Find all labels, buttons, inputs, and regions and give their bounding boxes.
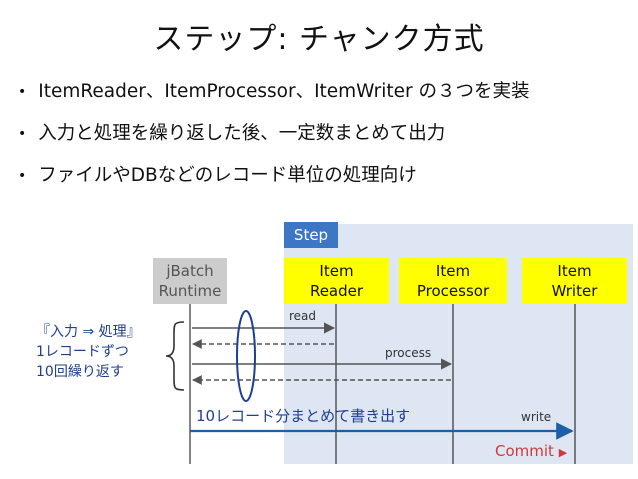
processor-line2: Processor [416, 282, 490, 300]
bullet-text: ItemReader、ItemProcessor、ItemWriter の３つを… [38, 81, 530, 102]
processor-line1: Item [435, 262, 471, 280]
bullet-icon: • [18, 126, 27, 142]
loop-note-line: 10回繰り返す [36, 364, 124, 380]
writer-line2: Writer [551, 282, 598, 300]
loop-note: 『入力 ⇒ 処理』 1レコードずつ 10回繰り返す [36, 322, 141, 382]
runtime-box: jBatch Runtime [153, 258, 227, 304]
writer-line1: Item [557, 262, 592, 280]
reader-line2: Reader [309, 282, 364, 300]
item-processor-box: Item Processor [399, 258, 507, 304]
bullet-list: • ItemReader、ItemProcessor、ItemWriter の３つ… [18, 82, 530, 208]
runtime-line2: Runtime [158, 282, 222, 300]
loop-brace [165, 321, 185, 391]
item-writer-box: Item Writer [522, 258, 627, 304]
bullet-icon: • [18, 84, 27, 100]
bullet-item: • ファイルやDBなどのレコード単位の処理向け [18, 166, 530, 186]
commit-marker: Commit ▶ [495, 442, 567, 460]
bullet-text: ファイルやDBなどのレコード単位の処理向け [38, 165, 417, 186]
bullet-text: 入力と処理を繰り返した後、一定数まとめて出力 [38, 123, 446, 144]
process-label: process [385, 346, 432, 360]
loop-note-line: 1レコードずつ [36, 344, 129, 360]
commit-label: Commit [495, 442, 554, 460]
runtime-line1: jBatch [166, 262, 214, 280]
step-label: Step [284, 222, 338, 248]
write-note: 10レコード分まとめて書き出す [196, 407, 411, 425]
write-label: write [521, 410, 552, 424]
reader-line1: Item [319, 262, 354, 280]
bullet-item: • ItemReader、ItemProcessor、ItemWriter の３つ… [18, 82, 530, 102]
play-triangle-icon: ▶ [558, 446, 568, 459]
slide-title: ステップ: チャンク方式 [153, 22, 485, 57]
bullet-item: • 入力と処理を繰り返した後、一定数まとめて出力 [18, 124, 530, 144]
loop-note-line: 『入力 ⇒ 処理』 [36, 324, 141, 340]
read-label: read [289, 309, 317, 323]
bullet-icon: • [18, 168, 27, 184]
loop-highlight-ellipse [236, 310, 256, 402]
item-reader-box: Item Reader [284, 258, 389, 304]
